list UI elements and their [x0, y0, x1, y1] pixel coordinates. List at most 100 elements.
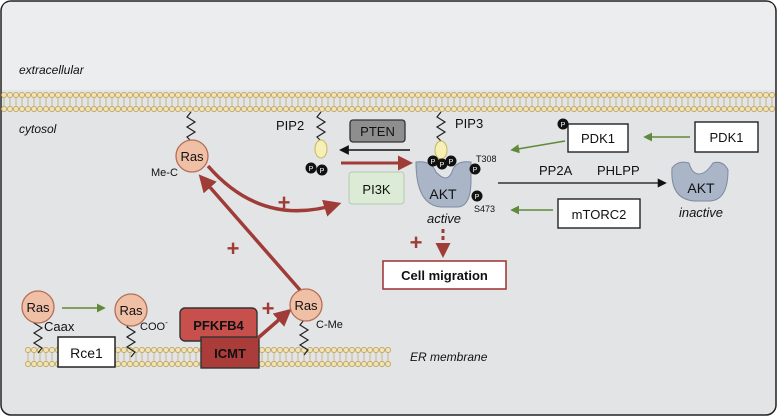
lipid-head	[115, 347, 121, 353]
lipid-head	[349, 361, 355, 367]
lipid-head	[55, 106, 61, 112]
phospho-label: P	[440, 162, 445, 169]
lipid-head	[331, 347, 337, 353]
lipid-head	[73, 92, 79, 98]
lipid-head	[163, 92, 169, 98]
lipid-head	[79, 92, 85, 98]
lipid-head	[511, 106, 517, 112]
er-membrane-label: ER membrane	[410, 350, 488, 364]
lipid-head	[313, 361, 319, 367]
phospho-label: P	[473, 167, 478, 174]
lipid-head	[499, 92, 505, 98]
phospho-group: P	[445, 155, 457, 167]
lipid-head	[583, 106, 589, 112]
mtorc2-box: mTORC2	[557, 198, 641, 229]
lipid-head	[505, 92, 511, 98]
lipid-head	[703, 92, 709, 98]
lipid-head	[13, 92, 19, 98]
lipid-tail	[315, 111, 327, 142]
lipid-head	[43, 347, 49, 353]
lipid-head	[163, 106, 169, 112]
pi3k-label: PI3K	[362, 182, 391, 197]
phospho-t308: P	[469, 163, 481, 175]
phospho-label: P	[309, 166, 314, 173]
lipid-head	[421, 106, 427, 112]
lipid-head	[319, 106, 325, 112]
lipid-head	[655, 92, 661, 98]
lipid-head	[61, 106, 67, 112]
lipid-head	[649, 106, 655, 112]
lipid-head	[763, 106, 769, 112]
lipid-head	[145, 361, 151, 367]
lipid-head	[151, 106, 157, 112]
lipid-head	[49, 92, 55, 98]
lipid-head	[385, 347, 391, 353]
lipid-head	[25, 361, 31, 367]
lipid-head	[313, 92, 319, 98]
lipid-head	[19, 92, 25, 98]
lipid-head	[613, 106, 619, 112]
lipid-head	[517, 106, 523, 112]
lipid-head	[283, 347, 289, 353]
lipid-head	[679, 92, 685, 98]
lipid-head	[265, 92, 271, 98]
lipid-head	[505, 106, 511, 112]
lipid-head	[277, 347, 283, 353]
lipid-head	[259, 106, 265, 112]
lipid-head	[631, 106, 637, 112]
lipid-head	[397, 92, 403, 98]
icmt-box: ICMT	[200, 336, 260, 369]
lipid-head	[235, 92, 241, 98]
lipid-head	[43, 92, 49, 98]
lipid-head	[7, 106, 13, 112]
lipid-head	[229, 106, 235, 112]
lipid-head	[379, 92, 385, 98]
lipid-head	[253, 92, 259, 98]
lipid-head	[751, 92, 757, 98]
lipid-head	[271, 92, 277, 98]
lipid-head	[343, 106, 349, 112]
lipid-head	[55, 92, 61, 98]
lipid-head	[385, 92, 391, 98]
lipid-head	[181, 347, 187, 353]
lipid-head	[739, 106, 745, 112]
lipid-head	[385, 106, 391, 112]
lipid-head	[409, 92, 415, 98]
lipid-head	[493, 92, 499, 98]
lipid-head	[487, 92, 493, 98]
lipid-head	[145, 347, 151, 353]
lipid-head	[67, 106, 73, 112]
lipid-head	[523, 106, 529, 112]
lipid-head	[277, 106, 283, 112]
pten-box: PTEN	[349, 119, 406, 143]
pip3-label: PIP3	[455, 116, 483, 131]
rce1-box: Rce1	[57, 336, 116, 368]
lipid-head	[571, 106, 577, 112]
phospho-label: P	[475, 194, 480, 201]
lipid-head	[283, 106, 289, 112]
lipid-head	[259, 361, 265, 367]
lipid-head	[49, 106, 55, 112]
lipid-head	[187, 106, 193, 112]
lipid-head	[439, 106, 445, 112]
lipid-head	[121, 92, 127, 98]
lipid-head	[571, 92, 577, 98]
lipid-head	[319, 361, 325, 367]
lipid-head	[643, 92, 649, 98]
lipid-head	[433, 92, 439, 98]
lipid-head	[295, 361, 301, 367]
lipid-head	[589, 92, 595, 98]
pi3k-box: PI3K	[348, 171, 405, 205]
lipid-head	[367, 361, 373, 367]
lipid-head	[685, 106, 691, 112]
pdk1-box-cytosolic: PDK1	[694, 121, 759, 153]
lipid-head	[367, 347, 373, 353]
lipid-head	[247, 92, 253, 98]
lipid-head	[403, 106, 409, 112]
lipid-head	[1, 92, 7, 98]
lipid-head	[145, 92, 151, 98]
lipid-head	[181, 361, 187, 367]
lipid-head	[445, 106, 451, 112]
